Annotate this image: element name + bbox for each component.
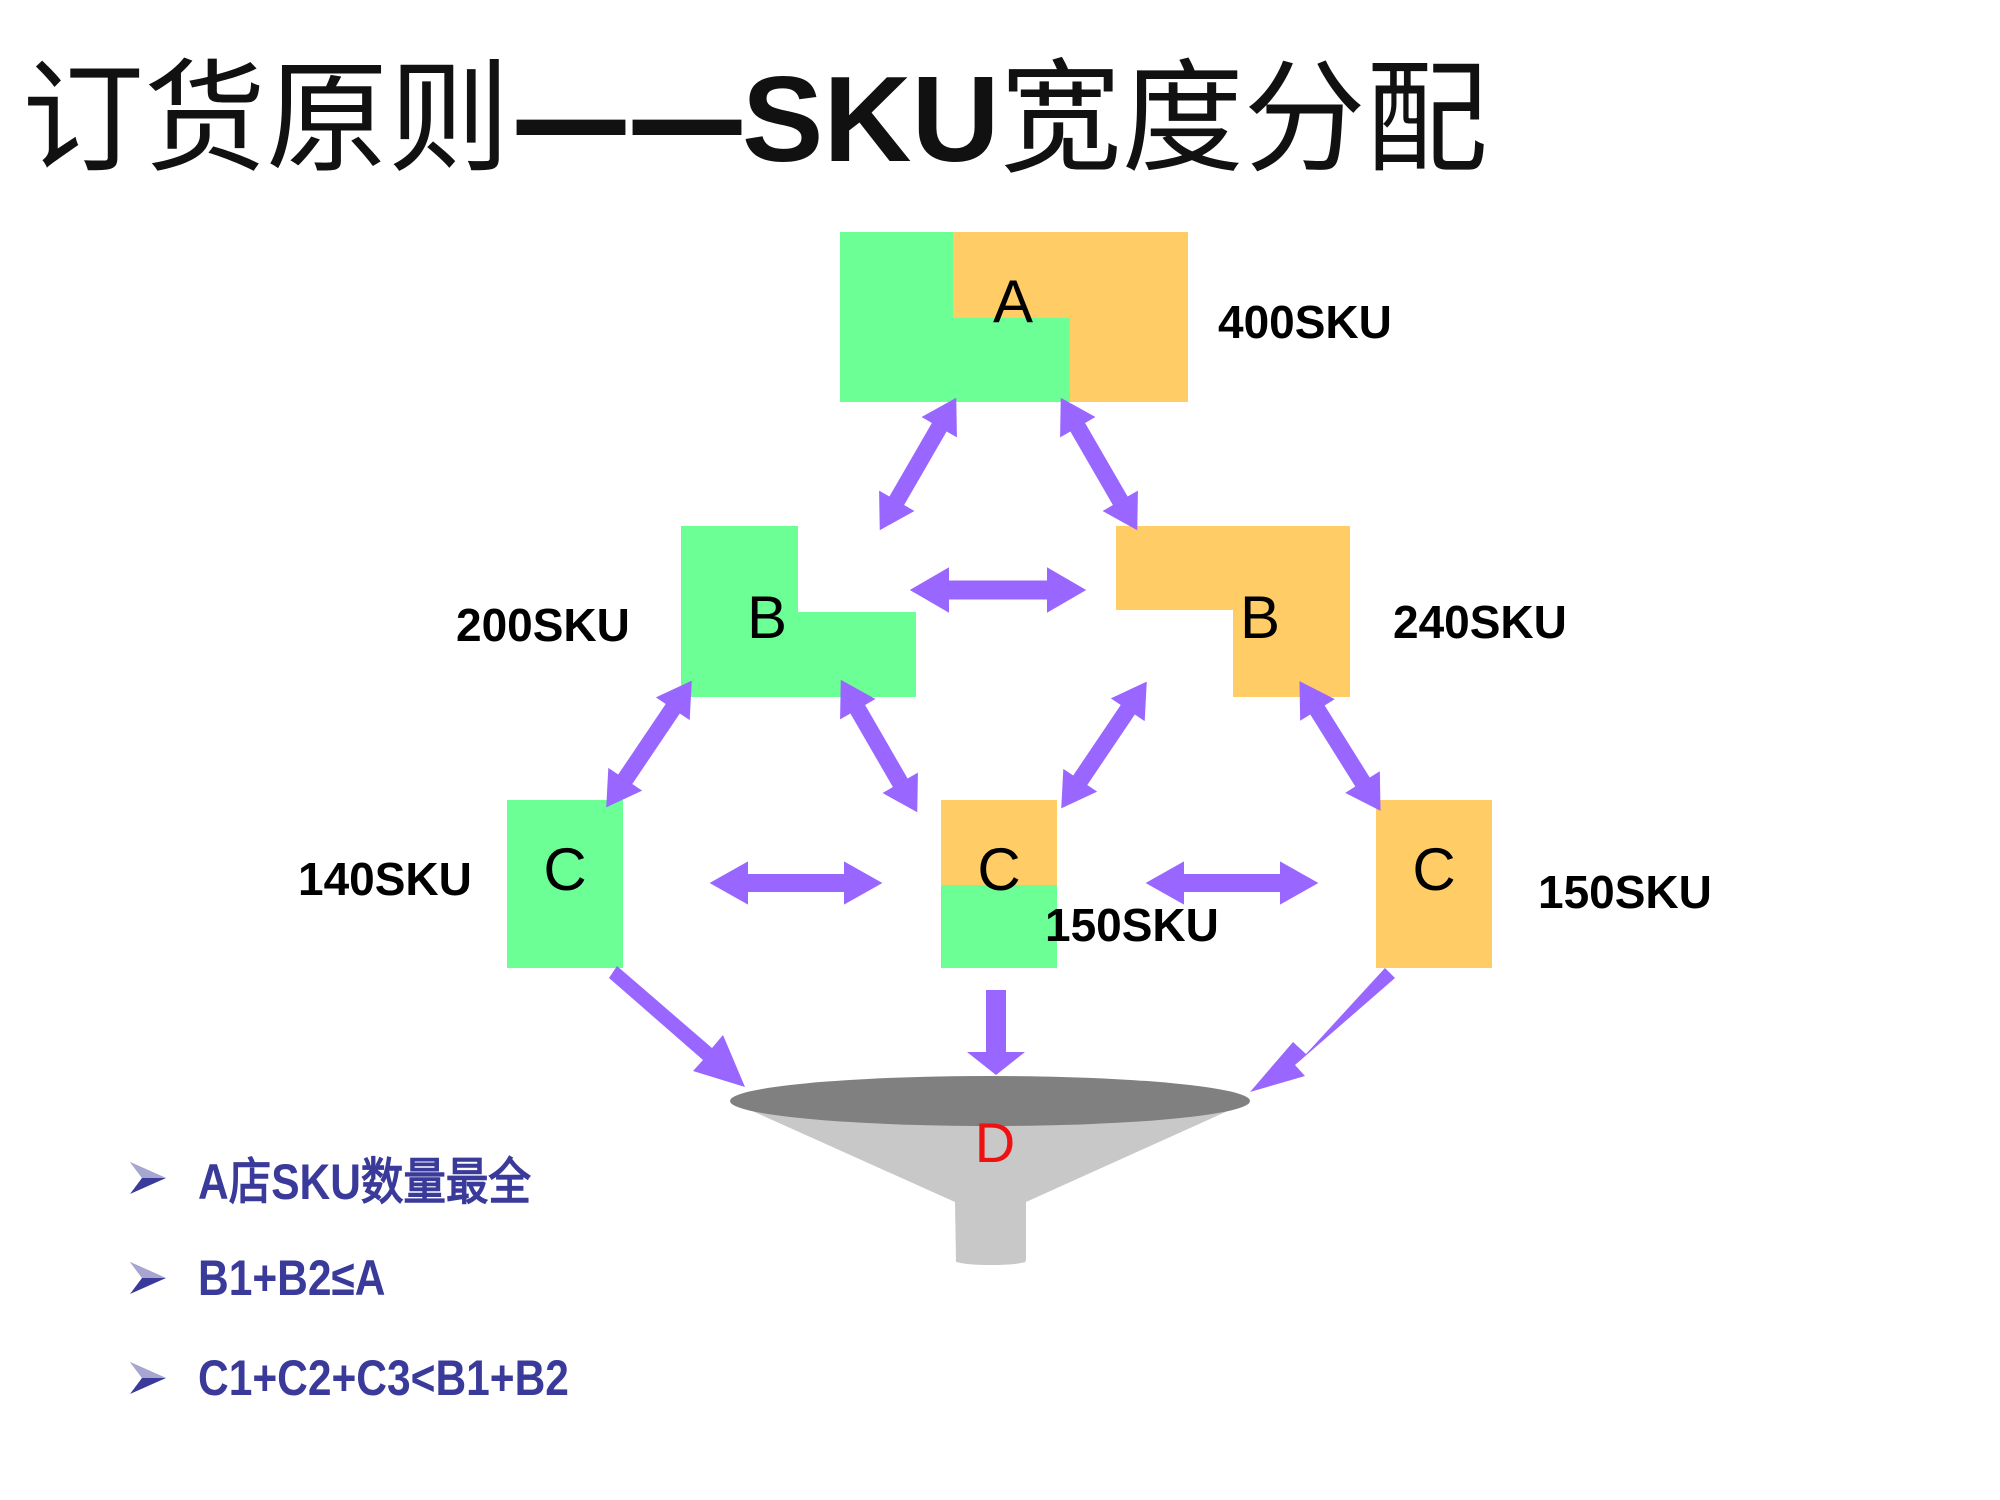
bullet-text: C1+C2+C3<B1+B2 <box>198 1350 569 1406</box>
node-c2-top <box>941 800 1057 885</box>
funnel-d: D <box>730 1076 1250 1265</box>
title-part1: 订货原则 <box>22 48 510 190</box>
node-b1-letter: B <box>747 584 787 651</box>
node-c1-letter: C <box>543 836 586 903</box>
node-c2-sku: 150SKU <box>1045 899 1219 951</box>
arrowhead-bullet-icon <box>130 1262 166 1294</box>
node-c3-sku: 150SKU <box>1538 866 1712 918</box>
node-a-letter: A <box>993 268 1033 335</box>
title-part2: 宽度分配 <box>999 48 1488 190</box>
bullet-text: B1+B2≤A <box>198 1250 386 1306</box>
node-c3-shape <box>1376 800 1492 968</box>
node-b1-shape <box>681 526 916 697</box>
node-b1-sku: 200SKU <box>456 599 630 651</box>
arrow-c2-d <box>967 990 1025 1075</box>
node-a-green <box>840 232 1070 402</box>
funnel-body <box>730 1101 1250 1262</box>
arrow-c1-d <box>609 966 745 1087</box>
node-c1-sku: 140SKU <box>298 853 472 905</box>
node-c2: C <box>941 800 1057 968</box>
funnel-d-letter: D <box>975 1111 1015 1174</box>
node-b1: B <box>681 526 916 697</box>
node-b2-letter: B <box>1240 584 1280 651</box>
arrows <box>589 387 1398 1092</box>
bullet-item: B1+B2≤A <box>128 1228 634 1328</box>
arrowhead-bullet-icon <box>130 1162 166 1194</box>
page-title: 订货原则——SKU宽度分配 <box>22 58 1488 180</box>
node-a: A <box>840 232 1188 402</box>
bullet-item: C1+C2+C3<B1+B2 <box>128 1328 634 1428</box>
node-a-sku: 400SKU <box>1218 296 1392 348</box>
arrow-b1-b2 <box>909 567 1087 613</box>
node-c2-bottom <box>941 885 1057 968</box>
title-dash: —— <box>510 48 748 190</box>
node-c2-letter: C <box>977 836 1020 903</box>
funnel-rim <box>730 1076 1250 1126</box>
node-c1: C <box>507 800 623 968</box>
node-b2-shape <box>1116 526 1350 697</box>
arrow-c1-c2 <box>709 861 883 905</box>
arrow-b2-c2 <box>1044 670 1164 820</box>
bullet-text: A店SKU数量最全 <box>198 1154 531 1210</box>
funnel-spout <box>956 1257 1026 1265</box>
node-c3-letter: C <box>1412 836 1455 903</box>
title-sku: SKU <box>742 51 1000 187</box>
node-b2-sku: 240SKU <box>1393 596 1567 648</box>
arrow-b1-c1 <box>589 669 709 819</box>
arrow-a-b1 <box>862 387 974 541</box>
arrow-c3-d <box>1250 968 1395 1092</box>
bullet-list: A店SKU数量最全 B1+B2≤A C1+C2+C3<B1+B2 <box>128 1128 634 1428</box>
arrow-a-b2 <box>1043 387 1155 541</box>
node-b2: B <box>1116 526 1350 697</box>
arrowhead-bullet-icon <box>130 1362 166 1394</box>
node-c3: C <box>1376 800 1492 968</box>
node-c1-shape <box>507 800 623 968</box>
bullet-item: A店SKU数量最全 <box>128 1128 634 1228</box>
